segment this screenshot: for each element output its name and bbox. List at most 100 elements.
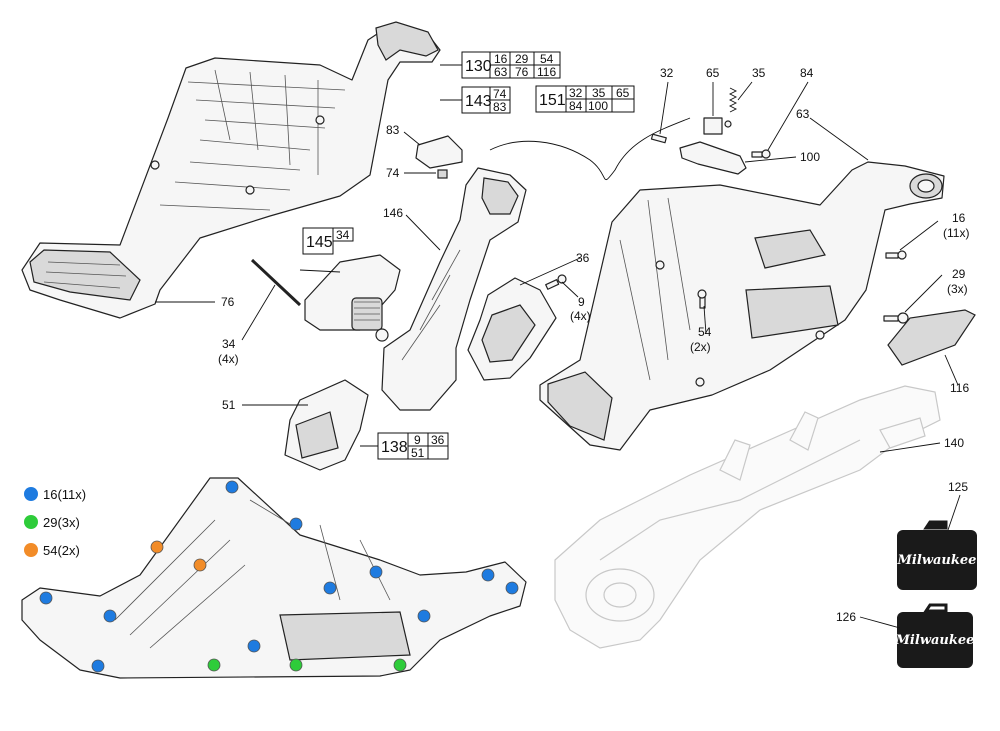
callout-29-qty: (3x) [947, 282, 968, 296]
kit-143-cell: 83 [493, 100, 507, 114]
part-9-screw [545, 274, 567, 290]
kit-138-number: 138 [381, 439, 408, 456]
screw-marker-16 [103, 609, 117, 623]
kit-143-number: 143 [465, 93, 492, 110]
part-34-long-screw [250, 258, 302, 307]
screw-marker-16 [91, 659, 105, 673]
callout-100: 100 [800, 150, 820, 164]
kit-130-cell: 54 [540, 52, 554, 66]
part-51-latch [284, 379, 369, 471]
carry-case-126: Milwaukee [895, 603, 975, 668]
callout-36: 36 [576, 251, 590, 265]
callout-74: 74 [386, 166, 400, 180]
kit-130-number: 130 [465, 58, 492, 75]
kit-151-cell: 84 [569, 99, 583, 113]
callout-34-qty: (4x) [218, 352, 239, 366]
callout-84: 84 [800, 66, 814, 80]
kit-130-cell: 29 [515, 52, 529, 66]
callout-83: 83 [386, 123, 400, 137]
callout-65: 65 [706, 66, 720, 80]
kit-151-cell: 65 [616, 86, 630, 100]
screw-markers [39, 480, 519, 673]
kit-box-130: 130 16 29 54 63 76 116 [461, 51, 561, 79]
kit-box-138: 138 9 36 51 [377, 432, 449, 460]
callout-32: 32 [660, 66, 674, 80]
screw-marker-29 [289, 658, 303, 672]
screw-marker-16 [417, 609, 431, 623]
callout-labels: 32 65 35 84 63 100 83 74 146 36 16 (11x)… [218, 66, 969, 624]
callout-76: 76 [221, 295, 235, 309]
case-logo-126: Milwaukee [895, 633, 975, 648]
part-16-screw [885, 250, 907, 260]
screw-marker-29 [393, 658, 407, 672]
leader-lines [155, 64, 961, 629]
screw-marker-16 [39, 591, 53, 605]
case-logo-125: Milwaukee [897, 553, 977, 568]
part-54-screw [697, 289, 707, 309]
kit-138-cell: 36 [431, 433, 445, 447]
part-74-block [437, 169, 448, 179]
part-116-label [887, 309, 976, 366]
legend-dot-16 [24, 487, 38, 501]
legend-label-16: 16(11x) [43, 487, 86, 502]
part-32-pin [650, 133, 667, 144]
legend-label-54: 54(2x) [43, 543, 80, 558]
callout-16-qty: (11x) [943, 226, 969, 240]
kit-138-cell: 9 [414, 433, 421, 447]
kit-130-cell: 76 [515, 65, 529, 79]
part-29-screw [883, 312, 909, 324]
part-36-cover [467, 277, 557, 381]
carry-case-125: Milwaukee [897, 520, 977, 590]
kit-130-cell: 16 [494, 52, 508, 66]
screw-marker-16 [225, 480, 239, 494]
left-housing-half [21, 21, 441, 319]
callout-125: 125 [948, 480, 968, 494]
right-housing-half [539, 161, 945, 451]
kit-box-151: 151 32 35 65 84 100 [535, 85, 635, 113]
callout-54-qty: (2x) [690, 340, 711, 354]
part-84-screw [751, 149, 771, 159]
screw-marker-29 [207, 658, 221, 672]
callout-34: 34 [222, 337, 236, 351]
part-35-spring [728, 87, 738, 113]
callout-16: 16 [952, 211, 966, 225]
callout-29: 29 [952, 267, 966, 281]
callout-126: 126 [836, 610, 856, 624]
kit-box-145: 145 34 [302, 227, 354, 255]
screw-marker-54 [193, 558, 207, 572]
callout-9: 9 [578, 295, 585, 309]
screw-marker-16 [369, 565, 383, 579]
callout-54: 54 [698, 325, 712, 339]
part-146-switch-assembly [381, 117, 691, 411]
kit-151-cell: 100 [588, 99, 608, 113]
screw-location-map [21, 477, 527, 679]
part-83-clip [415, 135, 463, 169]
callout-63: 63 [796, 107, 810, 121]
callout-35: 35 [752, 66, 766, 80]
callout-9-qty: (4x) [570, 309, 591, 323]
part-65-microswitch [703, 117, 732, 135]
screw-marker-54 [150, 540, 164, 554]
kit-138-cell: 51 [411, 446, 425, 460]
kit-box-143: 143 74 83 [461, 86, 511, 114]
screw-marker-16 [505, 581, 519, 595]
part-145-motor [304, 254, 401, 342]
screw-marker-16 [289, 517, 303, 531]
kit-145-number: 145 [306, 234, 333, 251]
screw-marker-16 [323, 581, 337, 595]
legend-dot-54 [24, 543, 38, 557]
legend-label-29: 29(3x) [43, 515, 80, 530]
callout-140: 140 [944, 436, 964, 450]
kit-130-cell: 63 [494, 65, 508, 79]
kit-130-cell: 116 [537, 65, 556, 79]
legend-dot-29 [24, 515, 38, 529]
kit-145-cell: 34 [336, 228, 350, 242]
ghost-guard-assembly [554, 385, 941, 649]
kit-151-number: 151 [539, 92, 566, 109]
callout-51: 51 [222, 398, 236, 412]
callout-116: 116 [950, 381, 969, 395]
callout-146: 146 [383, 206, 403, 220]
screw-marker-16 [247, 639, 261, 653]
part-100-trigger [679, 141, 747, 175]
